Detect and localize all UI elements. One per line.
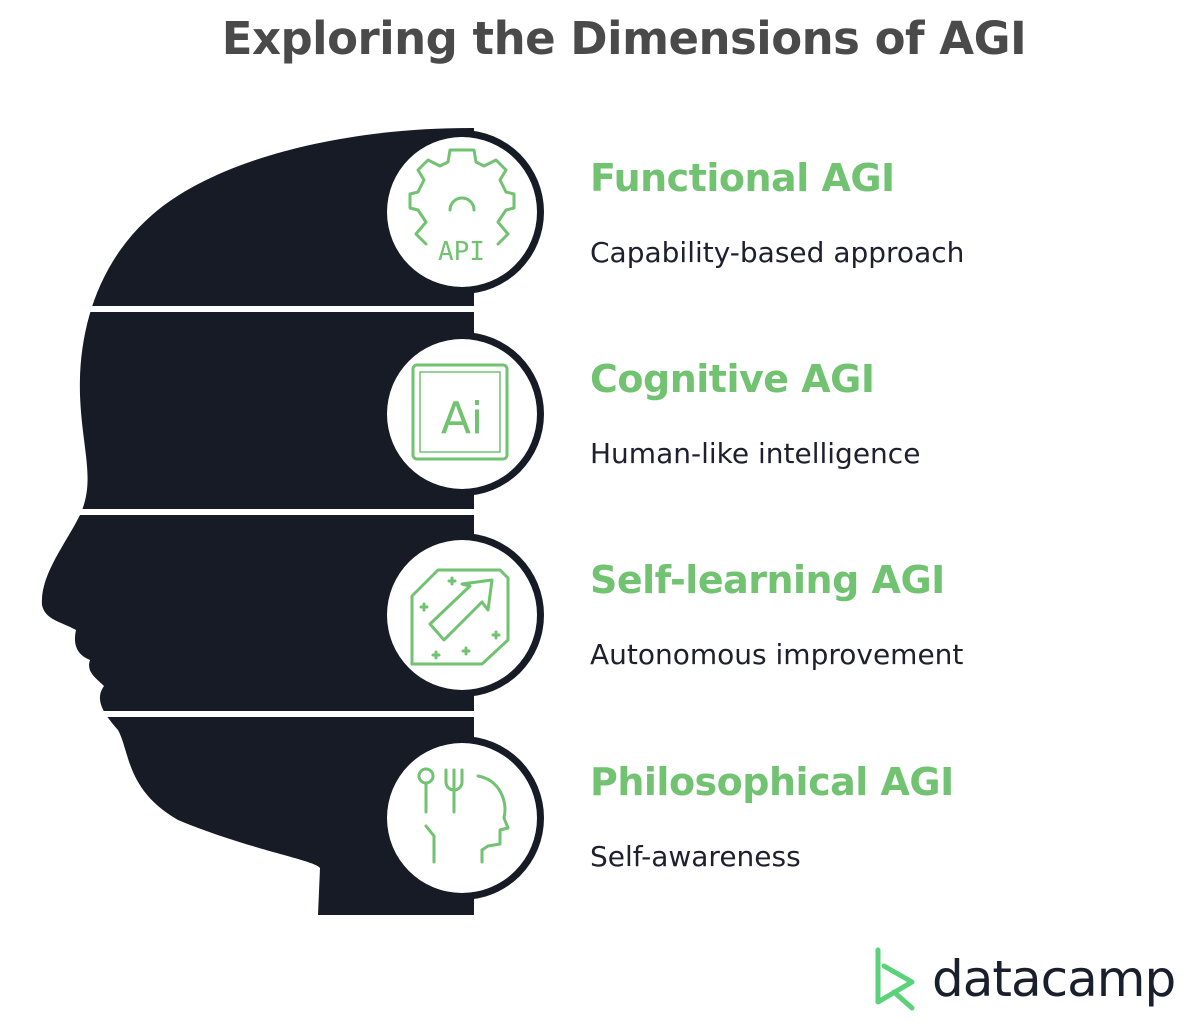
datacamp-logo-text: datacamp [932,950,1176,1008]
page-title: Exploring the Dimensions of AGI [221,12,1027,65]
item-heading-functional: Functional AGI [590,156,895,200]
datacamp-logo-icon [875,947,915,1011]
mind-head-icon [417,767,510,864]
separator-line [60,711,480,717]
ai-icon-text: Ai [441,393,483,444]
icon-circle [387,137,537,287]
icon-circle [387,743,537,893]
item-description-functional: Capability-based approach [590,236,965,269]
item-heading-philosophical: Philosophical AGI [590,760,954,804]
item-heading-self-learning: Self-learning AGI [590,558,945,602]
item-description-cognitive: Human-like intelligence [590,437,921,470]
ai-chip-icon: Ai [411,363,509,461]
item-description-self-learning: Autonomous improvement [590,638,964,671]
item-heading-cognitive: Cognitive AGI [590,357,875,401]
separator-line [60,306,480,312]
gear-api-icon: API [408,148,516,267]
api-icon-text: API [438,237,485,267]
icon-circle [387,540,537,690]
item-description-philosophical: Self-awareness [590,840,801,873]
head-silhouette [41,128,474,915]
growth-arrow-icon [410,568,510,666]
separator-line [60,509,480,515]
